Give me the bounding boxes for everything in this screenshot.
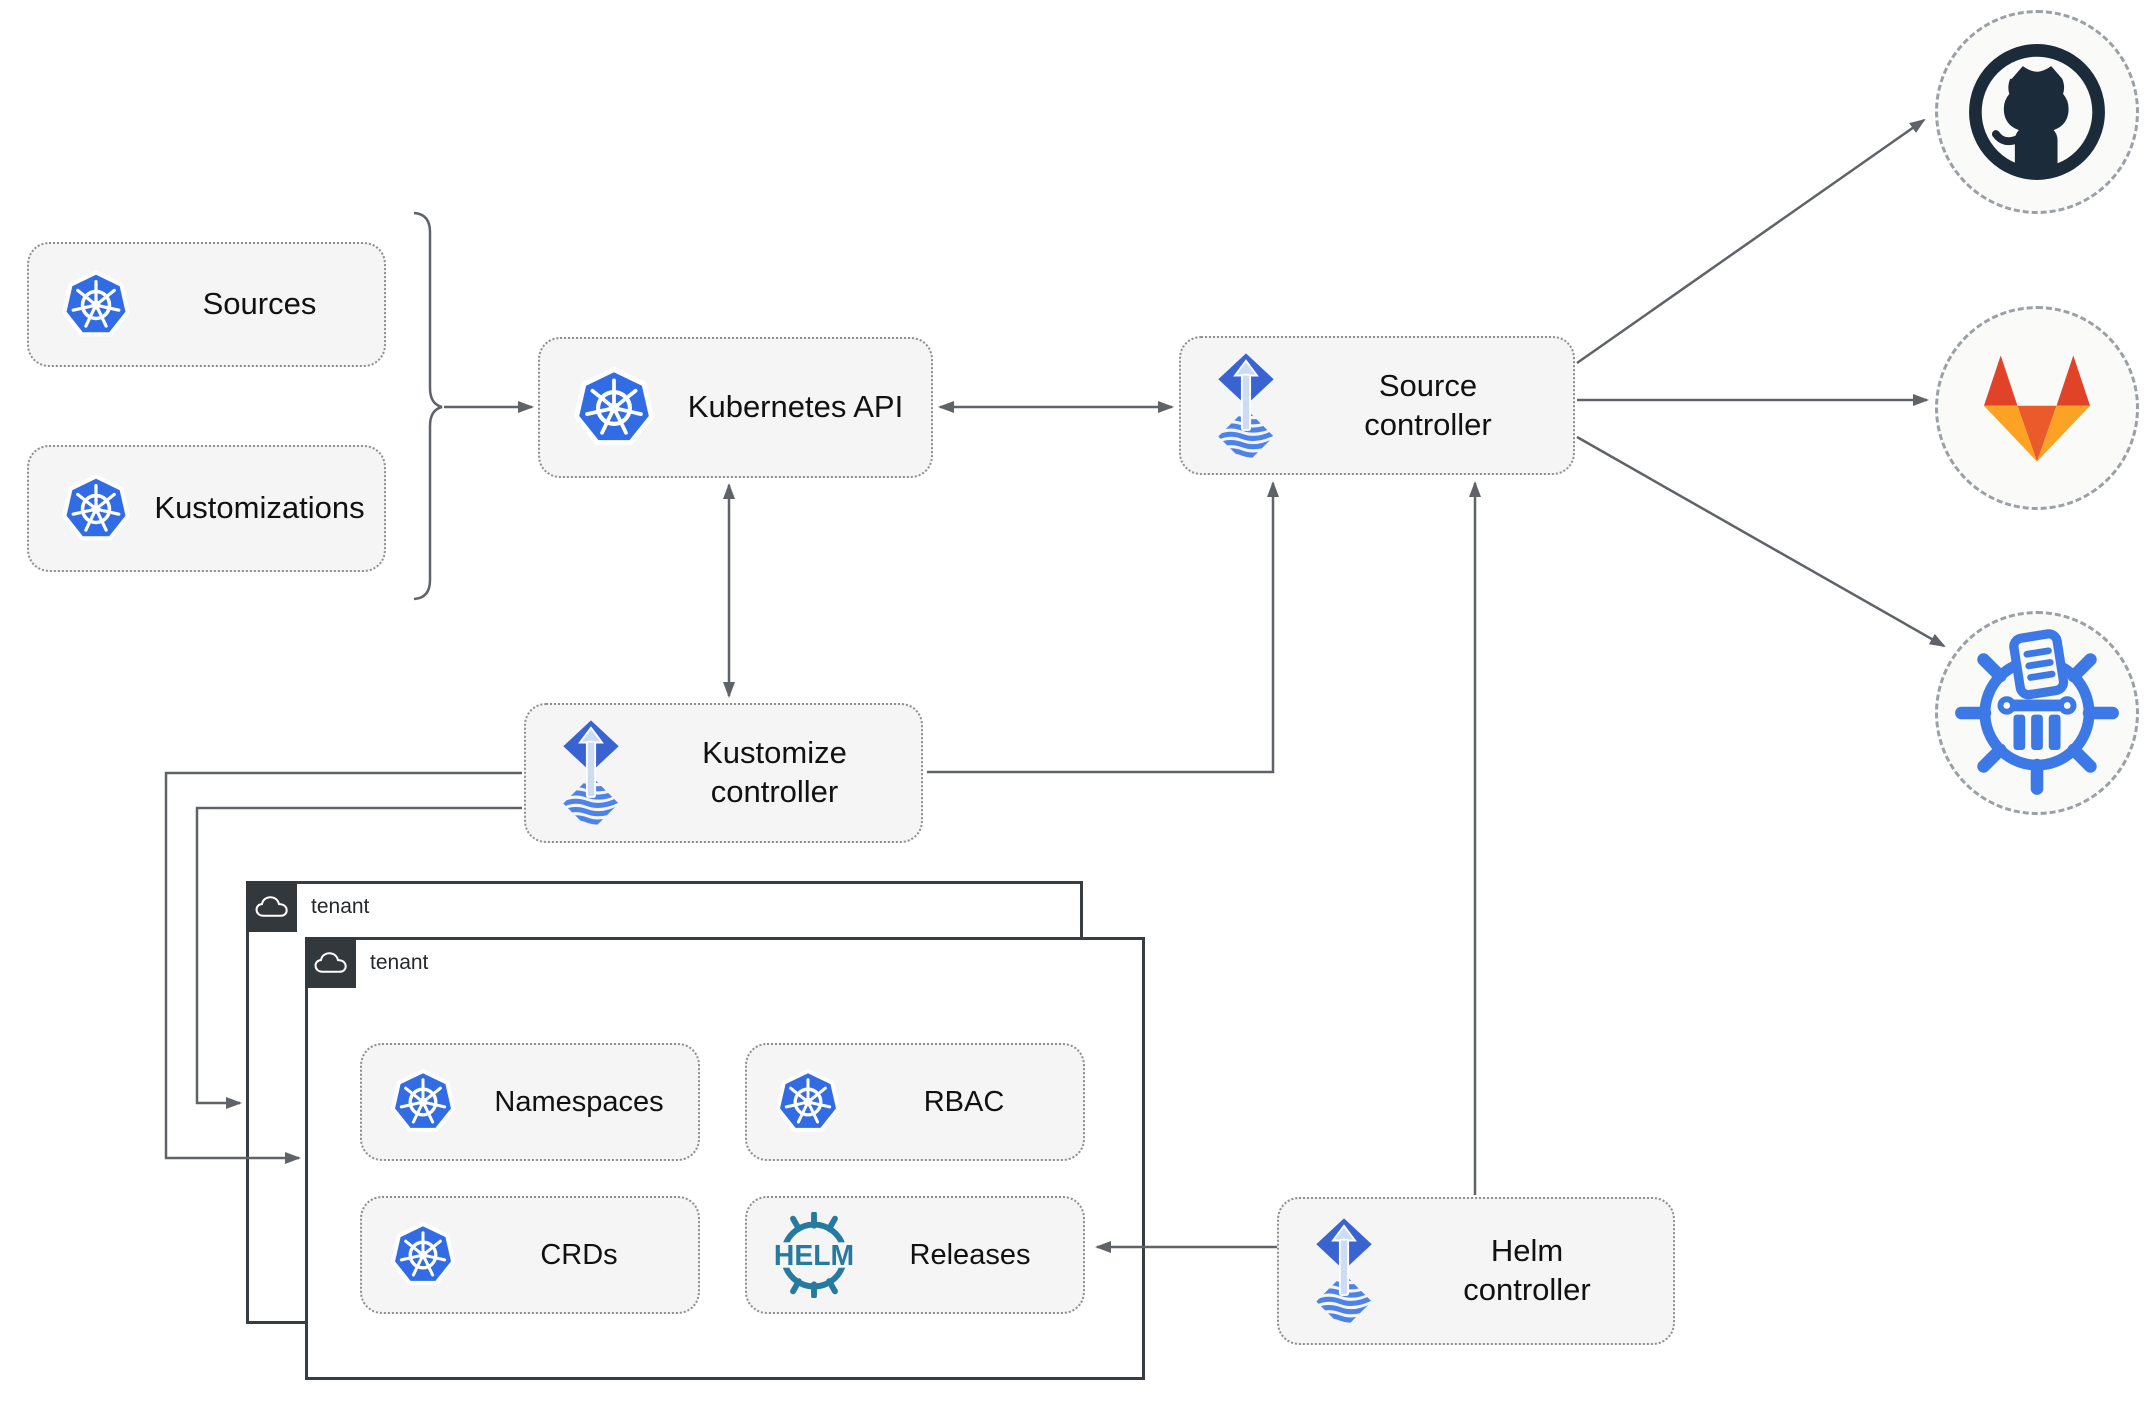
brace-sources-kustomizations [413,211,443,601]
node-source-controller[interactable]: Source controller [1179,336,1575,475]
tenant-corner-badge [305,937,356,988]
node-kustomizations[interactable]: Kustomizations [27,445,386,572]
gitlab-icon [1970,347,2104,470]
cloud-icon [255,893,289,920]
node-crds[interactable]: CRDs [360,1196,700,1314]
flux-icon [554,713,628,833]
kubernetes-icon [568,362,660,454]
node-label: Kubernetes API [687,389,904,425]
remote-chartmuseum[interactable] [1935,611,2139,815]
edge-kustomize-controller-to-source-controller [927,481,1279,774]
chartmuseum-icon [1953,629,2121,797]
node-label: Namespaces [494,1085,664,1118]
node-kustomize-controller[interactable]: Kustomize controller [524,703,923,843]
flux-icon [1209,346,1283,466]
kubernetes-icon [57,266,135,344]
node-label: Sources [202,286,317,322]
kubernetes-icon [386,1065,460,1139]
kubernetes-icon [771,1065,845,1139]
node-label: Helm controller [1463,1233,1591,1307]
node-label: Source controller [1364,367,1492,442]
kubernetes-icon [57,470,135,548]
node-releases[interactable]: Releases [745,1196,1085,1314]
tenant-label: tenant [311,895,370,918]
github-icon [1958,33,2116,191]
node-rbac[interactable]: RBAC [745,1043,1085,1161]
remote-github[interactable] [1935,10,2139,214]
node-sources[interactable]: Sources [27,242,386,367]
node-label: Releases [909,1238,1031,1271]
node-label: Kustomizations [154,490,365,526]
cloud-icon [314,949,348,976]
flux-icon [1307,1211,1381,1331]
node-namespaces[interactable]: Namespaces [360,1043,700,1161]
node-label: Kustomize controller [702,735,847,809]
node-label: CRDs [540,1238,618,1271]
edge-source-controller-to-github [1576,118,1926,365]
node-helm-controller[interactable]: Helm controller [1277,1197,1675,1345]
helm-icon [771,1212,857,1298]
tenant-label: tenant [370,951,429,974]
node-kubernetes-api[interactable]: Kubernetes API [538,337,933,478]
remote-gitlab[interactable] [1935,306,2139,510]
edge-source-controller-to-chartmuseum [1576,435,1946,648]
kubernetes-icon [386,1218,460,1292]
tenant-corner-badge [246,881,297,932]
node-label: RBAC [923,1085,1005,1118]
